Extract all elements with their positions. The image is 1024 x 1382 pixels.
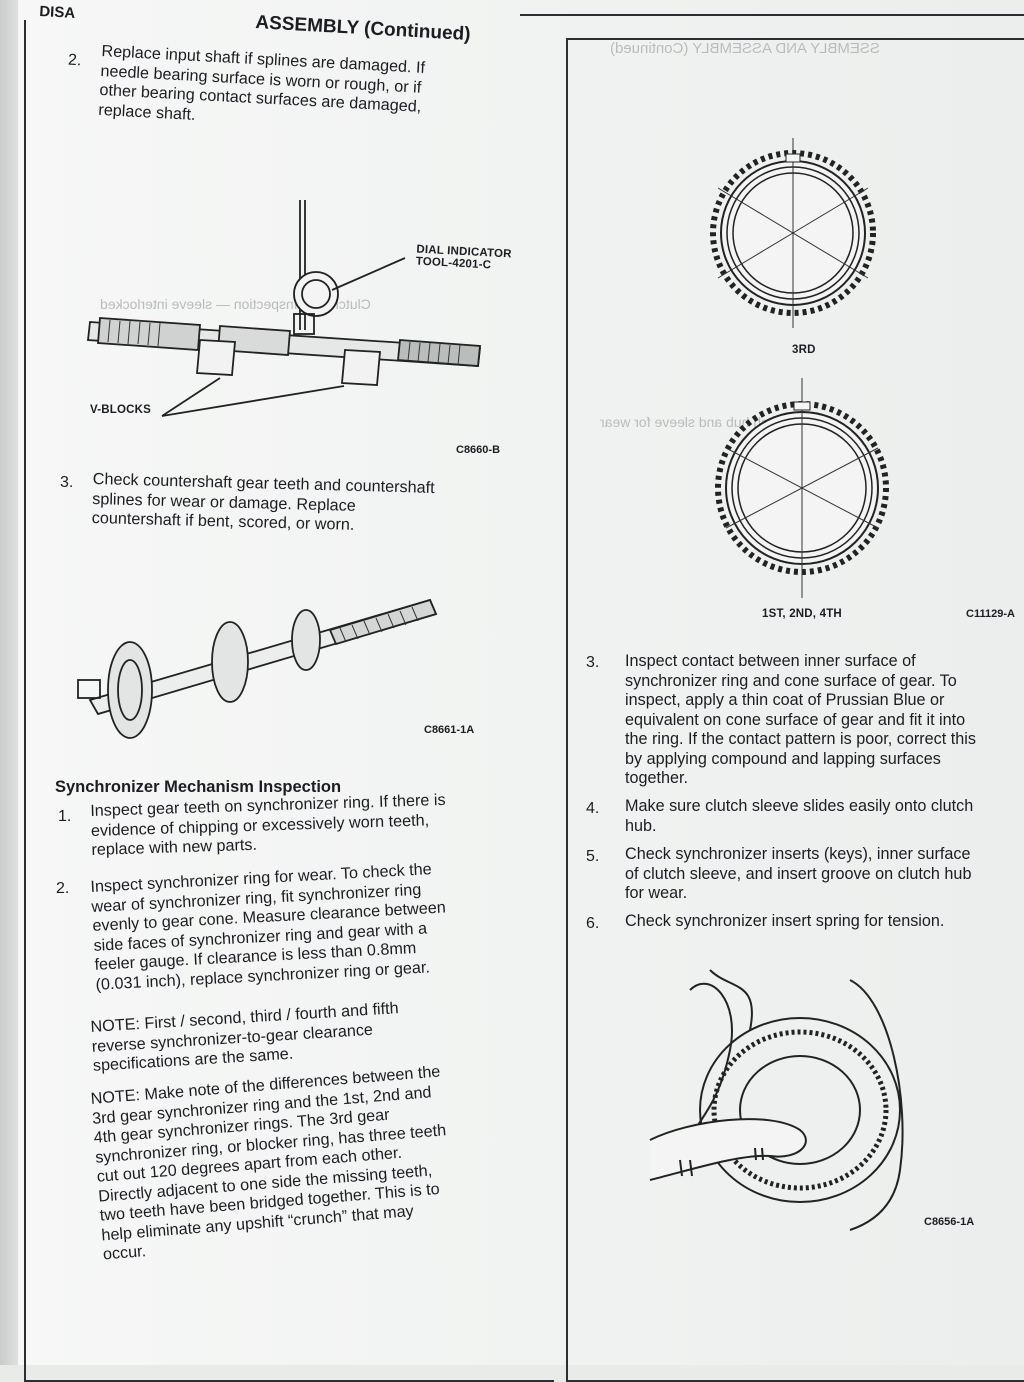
step-3-text: Check countershaft gear teeth and counte… bbox=[91, 470, 435, 534]
figure-id-c8660b: C8660-B bbox=[456, 444, 501, 456]
right-step-3-number: 3. bbox=[586, 654, 600, 671]
dial-indicator-label: DIAL INDICATOR TOOL-4201-C bbox=[415, 243, 513, 272]
synchronizer-ring-1st-2nd-4th-figure bbox=[715, 378, 889, 598]
right-step-3-text: Inspect contact between inner surface of… bbox=[625, 652, 976, 787]
sync-step-2-number: 2. bbox=[56, 880, 70, 897]
bleed-through-text: SSEMBLY AND ASSEMBLY (Continued) bbox=[610, 40, 880, 57]
figure-id-c8661-1a: C8661-1A bbox=[424, 724, 475, 736]
ring-label-1st-2nd-4th: 1ST, 2ND, 4TH bbox=[762, 608, 842, 620]
step-3-number: 3. bbox=[60, 474, 74, 491]
step-2-number: 2. bbox=[67, 51, 82, 70]
synchronizer-spring-check-figure bbox=[649, 969, 904, 1231]
note-3rd-gear-ring: NOTE: Make note of the differences betwe… bbox=[90, 1062, 447, 1264]
countershaft-figure bbox=[77, 598, 438, 739]
right-step-4-text: Make sure clutch sleeve slides easily on… bbox=[625, 797, 974, 835]
right-step-5-text: Check synchronizer inserts (keys), inner… bbox=[625, 845, 972, 902]
top-rule bbox=[520, 14, 1024, 16]
right-step-6-number: 6. bbox=[586, 915, 600, 932]
right-step-4-number: 4. bbox=[586, 800, 600, 817]
figure-id-c8656-1a: C8656-1A bbox=[924, 1216, 975, 1228]
figure-id-c11129a: C11129-A bbox=[966, 608, 1015, 620]
section-heading-synchronizer: Synchronizer Mechanism Inspection bbox=[55, 778, 342, 796]
input-shaft-dial-indicator-figure bbox=[87, 200, 481, 417]
ring-label-3rd: 3RD bbox=[792, 344, 816, 356]
right-step-6-text: Check synchronizer insert spring for ten… bbox=[625, 912, 945, 930]
sync-step-2-text: Inspect synchronizer ring for wear. To c… bbox=[90, 860, 447, 994]
page-binding-edge bbox=[0, 0, 18, 1365]
header-prefix: DISA bbox=[38, 2, 76, 22]
v-blocks-label: V-BLOCKS bbox=[90, 404, 152, 416]
right-step-5-number: 5. bbox=[586, 848, 600, 865]
sync-step-1-number: 1. bbox=[58, 808, 72, 825]
synchronizer-ring-3rd-figure bbox=[710, 138, 876, 328]
